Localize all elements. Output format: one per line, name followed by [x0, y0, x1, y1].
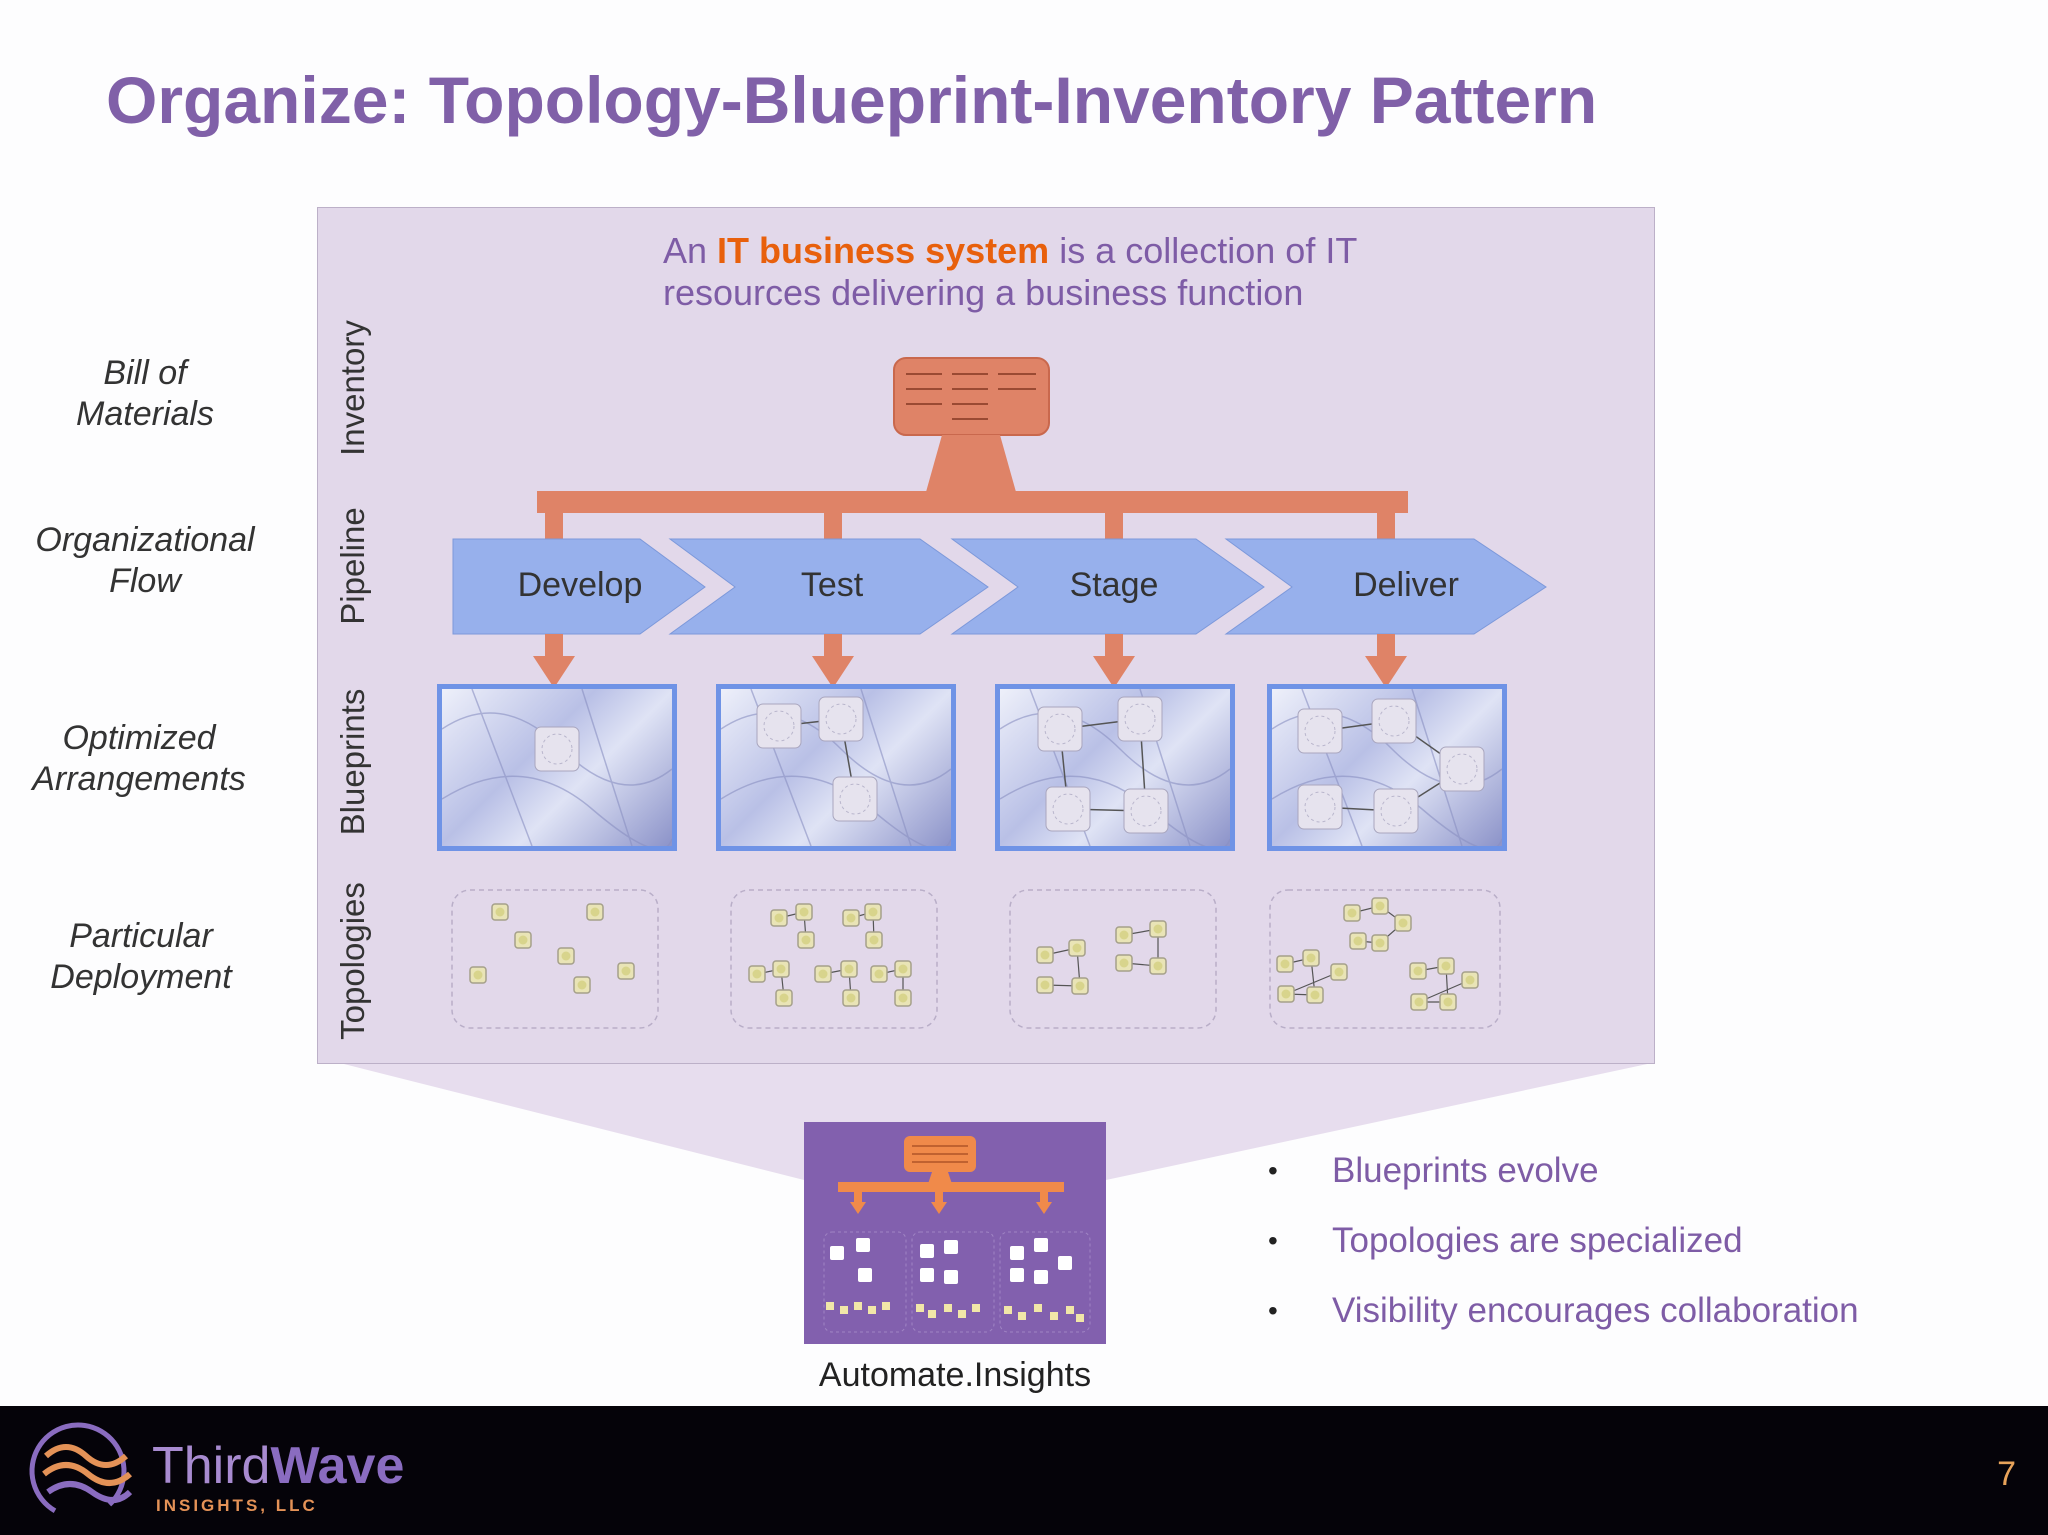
bullet-text: Topologies are specialized — [1332, 1221, 1743, 1260]
row-label-line: Arrangements — [32, 760, 246, 798]
brand-name-b: Wave — [270, 1437, 405, 1495]
row-label-optimized-arrangements: Optimized Arrangements — [0, 718, 284, 800]
topology-develop — [451, 889, 659, 1029]
bullet-text: Blueprints evolve — [1332, 1151, 1599, 1190]
stage-deliver-label: Deliver — [1353, 566, 1459, 604]
caption-highlight: IT business system — [717, 230, 1050, 271]
row-label-line: Optimized — [62, 719, 216, 757]
blueprint-image-icon — [442, 689, 672, 846]
row-label-line: Particular — [69, 917, 213, 955]
blueprint-test — [716, 684, 956, 851]
thumbnail-caption: Automate.Insights — [818, 1356, 1092, 1394]
brand-name-a: Third — [152, 1437, 271, 1495]
brand-name: ThirdWave — [152, 1436, 404, 1496]
topology-node-icon — [469, 897, 1479, 1011]
thumbnail-diagram-icon — [823, 1136, 1091, 1333]
bullet-dot-icon: • — [1268, 1225, 1278, 1256]
bullet-item: • Topologies are specialized — [1262, 1218, 1859, 1288]
inventory-server-icon — [893, 357, 1050, 492]
inventory-distribution-bar — [537, 491, 1408, 540]
topologies-graphics — [451, 889, 1501, 1029]
row-label-particular-deployment: Particular Deployment — [0, 916, 286, 998]
pipeline-chevrons — [452, 538, 1547, 635]
topology-deliver — [1269, 889, 1501, 1029]
bullet-item: • Blueprints evolve — [1262, 1148, 1859, 1218]
pipeline-down-arrows — [533, 634, 1407, 688]
blueprint-stage — [995, 684, 1235, 851]
diagram-panel — [317, 207, 1655, 1064]
blueprint-image-icon — [1000, 689, 1230, 846]
blueprint-deliver — [1267, 684, 1507, 851]
bullet-dot-icon: • — [1268, 1155, 1278, 1186]
page-number: 7 — [1997, 1455, 2016, 1493]
caption-pre: An — [663, 230, 718, 271]
blueprint-develop — [437, 684, 677, 851]
diagram-graphics — [452, 357, 1547, 688]
blueprint-image-icon — [1272, 689, 1502, 846]
caption-post: is a collection of IT resources deliveri… — [663, 230, 1357, 313]
bullet-list: • Blueprints evolve • Topologies are speci… — [1262, 1148, 1859, 1358]
diagram-caption: An IT business system is a collection of… — [663, 230, 1423, 314]
thirdwave-logo-icon — [29, 1422, 133, 1520]
brand-subtitle: INSIGHTS, LLC — [156, 1496, 318, 1515]
row-label-line: Organizational — [35, 521, 255, 559]
row-label-bill-of-materials: Bill of Materials — [0, 353, 290, 435]
topology-stage — [1009, 889, 1217, 1029]
stage-test-label: Test — [800, 566, 864, 604]
row-label-line: Bill of — [103, 354, 187, 392]
zoom-funnel — [340, 1063, 1652, 1180]
topology-test — [730, 889, 938, 1029]
page-title: Organize: Topology-Blueprint-Inventory P… — [106, 63, 1598, 137]
row-label-line: Flow — [109, 562, 181, 600]
stage-stage-label: Stage — [1069, 566, 1159, 604]
blueprint-image-icon — [721, 689, 951, 846]
row-label-line: Materials — [76, 395, 214, 433]
bullet-item: • Visibility encourages collaboration — [1262, 1288, 1859, 1358]
footer-bar — [0, 1406, 2048, 1535]
stage-develop-label: Develop — [517, 566, 643, 604]
bullet-dot-icon: • — [1268, 1295, 1278, 1326]
row-label-organizational-flow: Organizational Flow — [0, 520, 290, 602]
row-label-line: Deployment — [50, 958, 232, 996]
bullet-text: Visibility encourages collaboration — [1332, 1291, 1859, 1330]
automate-insights-thumbnail — [804, 1122, 1106, 1344]
